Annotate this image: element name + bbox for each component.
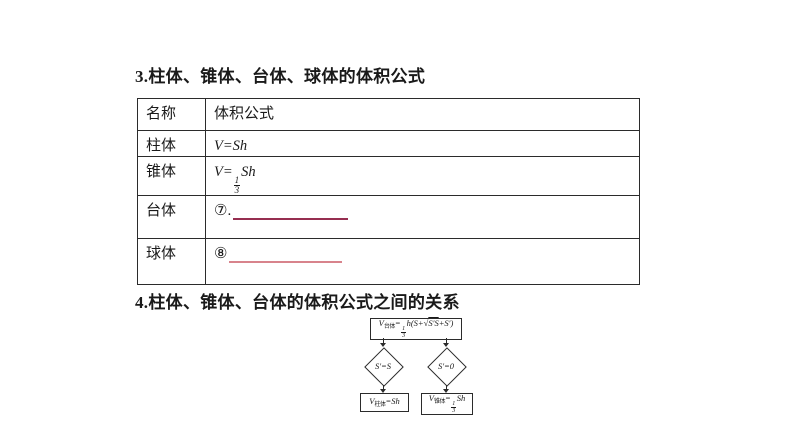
formula-tail: Sh bbox=[391, 396, 400, 406]
equals: = bbox=[444, 392, 451, 403]
table-header-row: 名称 体积公式 bbox=[137, 98, 640, 131]
header-cell-formula: 体积公式 bbox=[205, 98, 640, 131]
cone-formula-suffix: Sh bbox=[241, 164, 256, 180]
equals: = bbox=[385, 396, 392, 406]
row-name-cylinder: 柱体 bbox=[137, 130, 206, 157]
formula-tail: Sh bbox=[456, 392, 466, 403]
connector-line bbox=[383, 338, 384, 343]
subscript-cone: 锥体 bbox=[433, 398, 446, 405]
equals: = bbox=[394, 317, 401, 328]
table-row-cylinder: 柱体 V=Sh bbox=[137, 130, 640, 157]
formula-tail: +S′) bbox=[438, 317, 454, 328]
fraction-denominator: 3 bbox=[452, 407, 456, 414]
row-name-cone: 锥体 bbox=[137, 155, 206, 197]
condition-label-left: S′=S bbox=[364, 347, 402, 385]
fraction-numerator: 1 bbox=[233, 174, 241, 186]
subscript-cylinder: 柱体 bbox=[374, 402, 386, 408]
connector-line bbox=[383, 385, 384, 389]
cone-formula-prefix: V= bbox=[214, 164, 233, 180]
arrow-down-icon bbox=[380, 343, 386, 347]
cylinder-formula: V=Sh bbox=[214, 138, 248, 154]
blank-marker-8: ⑧ bbox=[214, 246, 228, 263]
fraction-denominator: 3 bbox=[234, 184, 240, 195]
table-row-frustum: 台体 ⑦. bbox=[137, 195, 640, 240]
var-v: V bbox=[428, 392, 434, 403]
row-name-sphere: 球体 bbox=[137, 238, 206, 286]
formula-cell-sphere: ⑧ bbox=[205, 238, 640, 286]
condition-text: S′=0 bbox=[437, 360, 455, 371]
condition-text: S′=S bbox=[374, 360, 392, 371]
table-row-sphere: 球体 ⑧ bbox=[137, 238, 640, 286]
section3-title: 3.柱体、锥体、台体、球体的体积公式 bbox=[135, 67, 426, 86]
radicand: S′S bbox=[428, 317, 439, 328]
blank-underline-7 bbox=[233, 218, 349, 221]
var-v: V bbox=[369, 396, 375, 406]
blank-underline-8 bbox=[229, 261, 343, 264]
var-v: V bbox=[378, 317, 384, 328]
fraction-numerator: 1 bbox=[401, 325, 407, 333]
connector-line bbox=[446, 338, 447, 343]
arrow-down-icon bbox=[380, 389, 386, 393]
condition-label-right: S′=0 bbox=[427, 347, 465, 385]
arrow-down-icon bbox=[443, 389, 449, 393]
formula-mid: h(S+ bbox=[406, 317, 424, 328]
fraction-numerator: 1 bbox=[451, 400, 457, 408]
cylinder-volume-formula: V柱体=Sh bbox=[369, 397, 399, 408]
connector-line bbox=[446, 385, 447, 389]
section4-title: 4.柱体、锥体、台体的体积公式之间的关系 bbox=[135, 293, 460, 312]
blank-marker-7: ⑦. bbox=[214, 203, 232, 220]
row-name-frustum: 台体 bbox=[137, 195, 206, 240]
header-cell-name: 名称 bbox=[137, 98, 206, 131]
subscript-frustum: 台体 bbox=[383, 323, 396, 330]
formula-cell-frustum: ⑦. bbox=[205, 195, 640, 240]
radical-sign: √ bbox=[423, 317, 429, 328]
formula-cell-cylinder: V=Sh bbox=[205, 130, 640, 157]
flowchart-cylinder-formula-box: V柱体=Sh bbox=[360, 393, 409, 412]
arrow-down-icon bbox=[443, 343, 449, 347]
fraction-denominator: 3 bbox=[402, 332, 406, 339]
